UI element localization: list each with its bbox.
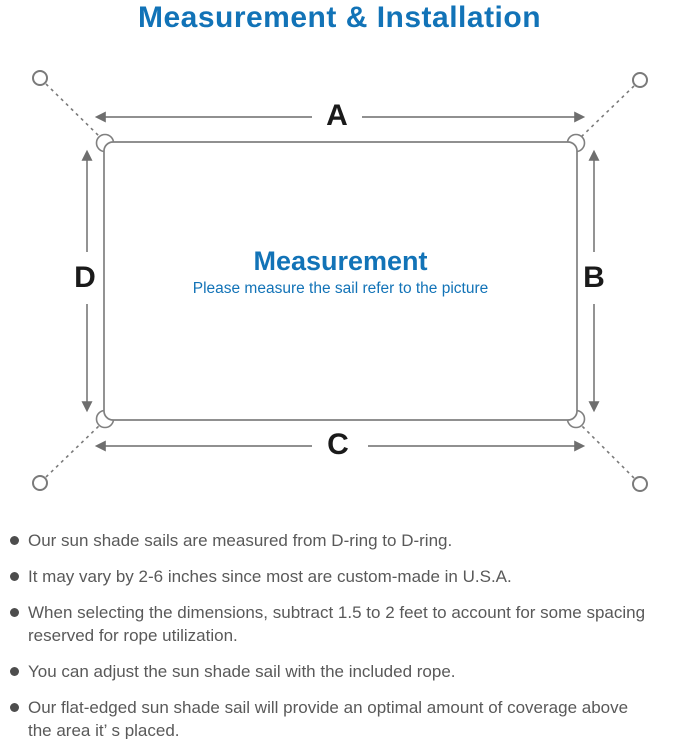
diagram-center-subtitle: Please measure the sail refer to the pic…: [192, 280, 489, 297]
sail-outline: [103, 141, 578, 421]
note-text: You can adjust the sun shade sail with t…: [28, 662, 456, 681]
note-text: Our flat-edged sun shade sail will provi…: [28, 698, 629, 739]
rope-line-top-left: [45, 83, 102, 139]
anchor-ring-bottom-left: [32, 475, 48, 491]
anchor-ring-bottom-right: [632, 476, 648, 492]
dimension-label-d: D: [74, 261, 96, 294]
diagram-center-title: Measurement: [253, 246, 428, 276]
list-item: It may vary by 2-6 inches since most are…: [8, 565, 668, 588]
anchor-ring-top-right: [632, 72, 648, 88]
bullet-icon: [10, 572, 19, 581]
anchor-ring-top-left: [32, 70, 48, 86]
page-title: Measurement & Installation: [137, 1, 542, 34]
list-item: Our sun shade sails are measured from D-…: [8, 529, 668, 552]
dimension-label-c: C: [327, 428, 349, 461]
notes-list: Our sun shade sails are measured from D-…: [8, 529, 668, 739]
rope-line-bottom-right: [579, 423, 635, 479]
bullet-icon: [10, 536, 19, 545]
list-item: Our flat-edged sun shade sail will provi…: [8, 696, 668, 739]
list-item: You can adjust the sun shade sail with t…: [8, 660, 668, 683]
bullet-icon: [10, 703, 19, 712]
rope-line-top-right: [579, 85, 635, 139]
dimension-label-b: B: [583, 261, 605, 294]
dimension-label-a: A: [326, 99, 348, 132]
note-text: It may vary by 2-6 inches since most are…: [28, 567, 512, 586]
note-text: Our sun shade sails are measured from D-…: [28, 531, 453, 550]
bullet-icon: [10, 608, 19, 617]
rope-line-bottom-left: [45, 423, 102, 478]
note-text: When selecting the dimensions, subtract …: [28, 603, 646, 645]
list-item: When selecting the dimensions, subtract …: [8, 601, 668, 647]
bullet-icon: [10, 667, 19, 676]
